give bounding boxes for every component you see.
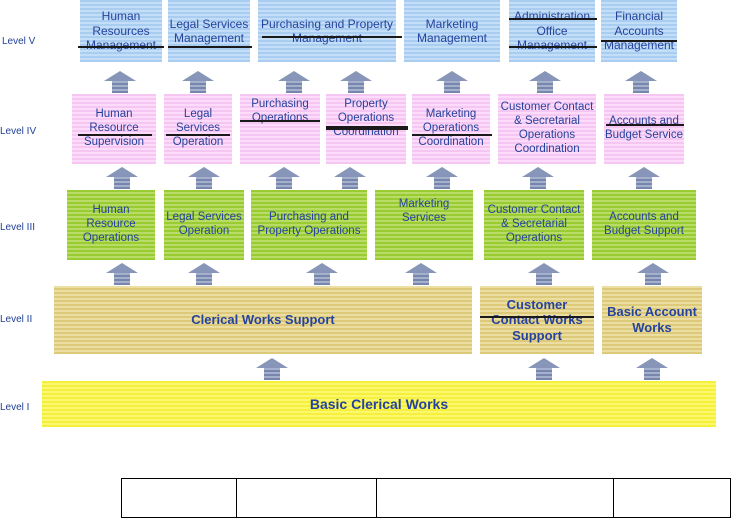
- table-cell: [236, 478, 377, 518]
- level-label-3: Level III: [0, 222, 36, 233]
- up-arrow-icon: [529, 71, 561, 93]
- up-arrow-icon: [278, 71, 310, 93]
- up-arrow-icon: [426, 167, 458, 189]
- level-label-2: Level II: [0, 314, 33, 325]
- footer-table: [121, 478, 731, 518]
- box-l3-legal-operation: Legal Services Operation: [164, 190, 244, 260]
- box-l3-accounts-budget-support: Accounts and Budget Support: [592, 190, 696, 260]
- table-row: [121, 478, 731, 518]
- strike-line: [606, 124, 684, 126]
- strike-line: [240, 120, 320, 122]
- strike-line: [412, 134, 492, 136]
- strike-line: [326, 126, 408, 130]
- up-arrow-icon: [104, 71, 136, 93]
- box-l4-legal-operation: Legal Services Operation: [164, 94, 232, 164]
- box-l2-customer-contact-works-support: Customer Contact Works Support: [480, 286, 594, 354]
- level-label-1: Level I: [0, 402, 30, 413]
- up-arrow-icon: [334, 167, 366, 189]
- strike-line: [78, 134, 152, 136]
- up-arrow-icon: [188, 263, 220, 285]
- up-arrow-icon: [637, 263, 669, 285]
- up-arrow-icon: [256, 358, 288, 380]
- box-l3-customer-contact-operations: Customer Contact & Secretarial Operation…: [484, 190, 584, 260]
- up-arrow-icon: [522, 167, 554, 189]
- strike-line: [166, 134, 230, 136]
- up-arrow-icon: [306, 263, 338, 285]
- strike-line: [78, 46, 164, 48]
- box-l5-legal-management: Legal Services Management: [168, 0, 250, 62]
- box-l1-basic-clerical-works: Basic Clerical Works: [42, 381, 716, 427]
- strike-line: [509, 18, 597, 20]
- box-l3-hr-operations: Human Resource Operations: [67, 190, 155, 260]
- box-l4-hr-supervision: Human Resource Supervision: [72, 94, 156, 164]
- table-cell: [376, 478, 614, 518]
- up-arrow-icon: [268, 167, 300, 189]
- up-arrow-icon: [188, 167, 220, 189]
- box-l5-financial-accounts-management: Financial Accounts Management: [601, 0, 677, 62]
- up-arrow-icon: [628, 167, 660, 189]
- strike-line: [262, 36, 402, 38]
- table-cell: [613, 478, 731, 518]
- up-arrow-icon: [106, 167, 138, 189]
- box-l3-purchasing-property-operations: Purchasing and Property Operations: [251, 190, 367, 260]
- box-l4-customer-contact-coordination: Customer Contact & Secretarial Operation…: [498, 94, 596, 164]
- box-l2-basic-account-works: Basic Account Works: [602, 286, 702, 354]
- box-l4-purchasing-operations: Purchasing Operations: [240, 94, 320, 164]
- strike-line: [601, 40, 677, 42]
- box-l2-clerical-works-support: Clerical Works Support: [54, 286, 472, 354]
- up-arrow-icon: [528, 263, 560, 285]
- up-arrow-icon: [636, 358, 668, 380]
- up-arrow-icon: [625, 71, 657, 93]
- up-arrow-icon: [182, 71, 214, 93]
- box-l5-admin-office-management: Administration Office Management: [509, 0, 595, 62]
- strike-line: [509, 46, 597, 48]
- table-cell: [121, 478, 237, 518]
- box-l5-marketing-management: Marketing Management: [404, 0, 500, 62]
- box-l5-hr-management: Human Resources Management: [80, 0, 162, 62]
- up-arrow-icon: [528, 358, 560, 380]
- box-l4-marketing-operations: Marketing Operations Coordination: [412, 94, 490, 164]
- strike-line: [168, 46, 252, 48]
- up-arrow-icon: [436, 71, 468, 93]
- box-l5-purchasing-management: Purchasing and Property Management: [258, 0, 396, 62]
- up-arrow-icon: [340, 71, 372, 93]
- box-l4-accounts-budget-service: Accounts and Budget Service: [604, 94, 684, 164]
- up-arrow-icon: [106, 263, 138, 285]
- strike-line: [480, 316, 594, 318]
- up-arrow-icon: [405, 263, 437, 285]
- level-label-4: Level IV: [0, 126, 37, 137]
- level-label-5: Level V: [2, 36, 36, 47]
- box-l3-marketing-services: Marketing Services: [375, 190, 473, 260]
